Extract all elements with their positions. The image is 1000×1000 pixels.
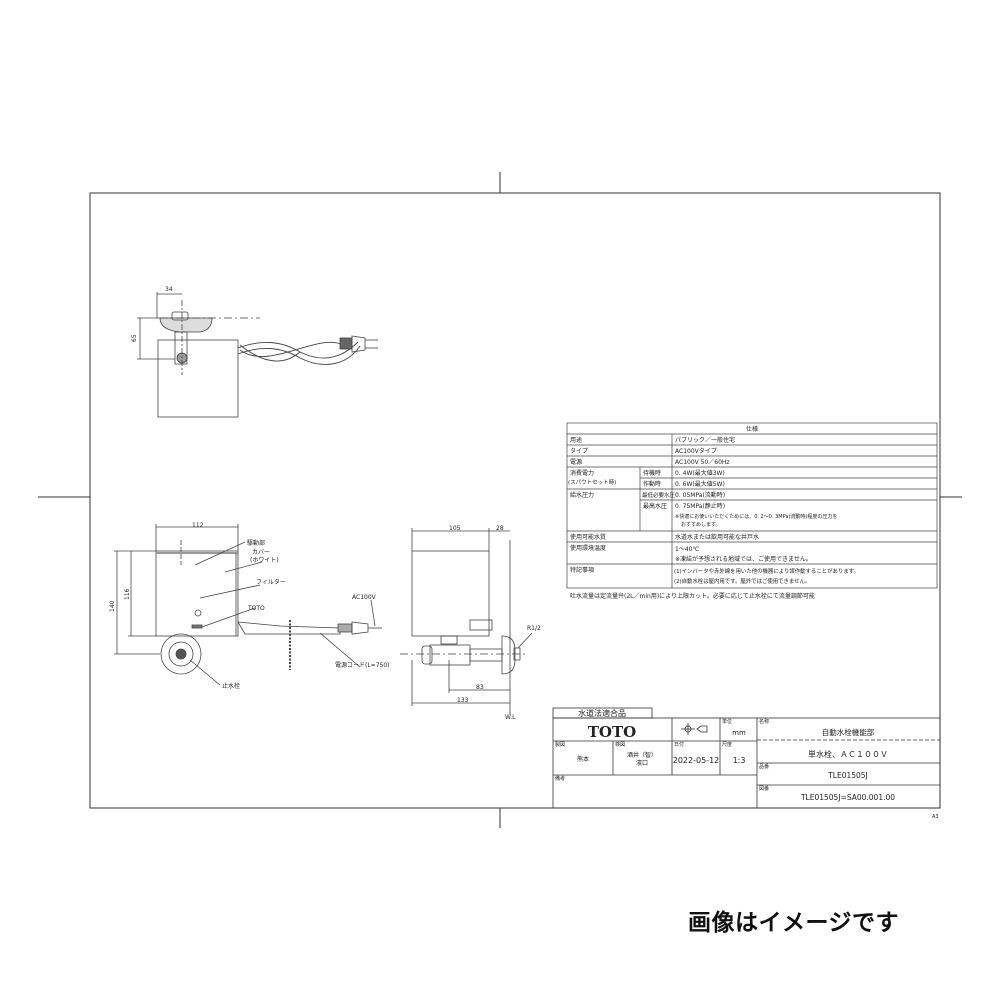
spec-value-power: AC100V 50／60Hz — [675, 459, 730, 466]
spec-table — [566, 422, 938, 589]
checker-value-1: 酒井（智） — [627, 751, 657, 759]
unit-label: 単位 — [722, 718, 732, 725]
unit-value: mm — [732, 729, 746, 737]
spec-label-water: 使用可能水質 — [570, 533, 606, 541]
drawing-no-label: 図番 — [759, 785, 769, 792]
sheet-frame — [38, 172, 962, 828]
spec-label-standby: 待機時 — [643, 469, 661, 477]
spec-value-standby: 0. 4W(最大値3W) — [675, 469, 725, 477]
spec-value-min-pressure: 0. 05MPa(流動時) — [675, 491, 725, 499]
spec-value-type: AC100Vタイプ — [675, 447, 717, 455]
scale-label: 尺度 — [722, 741, 732, 748]
front-view — [114, 524, 382, 686]
part-number: TLE01505J — [827, 771, 868, 780]
drafter-value: 熊本 — [577, 755, 589, 763]
spec-value-temperature: 1～40℃ — [675, 546, 699, 553]
spec-label-type: タイプ — [570, 447, 588, 455]
remarks-label: 備考 — [555, 775, 565, 782]
spec-pressure-note: ※快適にお使いいただくためには、0. 2～0. 3MPa(流動時)程度の圧力を — [675, 513, 837, 520]
toto-logo: TOTO — [588, 723, 636, 741]
date-value: 2022-05-12 — [673, 756, 720, 765]
spec-label-temperature: 使用環境温度 — [570, 544, 606, 552]
drawing-number: TLE01505J=SA00.001.00 — [800, 793, 895, 802]
spec-label-power: 電源 — [570, 458, 582, 466]
side-view — [400, 528, 533, 715]
spec-footnote: 吐水流量は定流量弁(2L／min用)により上限カット。必要に応じて止水栓にて流量… — [570, 592, 815, 600]
spec-label-notes: 特記事項 — [570, 566, 594, 574]
product-name: 自動水栓機能部 — [822, 727, 875, 737]
label-stop-valve: 止水栓 — [222, 682, 240, 690]
front-dim-height-body: 116 — [124, 588, 131, 600]
title-block — [552, 707, 941, 809]
side-dim-83: 83 — [476, 684, 484, 691]
spec-value-temperature-note: ※凍結が予想される地域では、ご使用できません。 — [675, 555, 812, 563]
side-dim-133: 133 — [457, 697, 469, 704]
label-cover-color: (ホワイト) — [250, 557, 279, 564]
spec-label-operating: 作動時 — [643, 480, 661, 488]
spec-title: 仕様 — [746, 425, 758, 433]
spec-note-1: (1)インバータや赤外線を用いた他の機器により誤作動することがあります。 — [674, 567, 859, 575]
top-dim-height: 65 — [131, 334, 138, 342]
spec-note-2: (2)自動水栓は屋内用です。屋外ではご使用できません。 — [674, 577, 810, 585]
spec-value-water: 水道水または飲用可能な井戸水 — [675, 533, 759, 541]
spec-pressure-note-2: おすすめします。 — [681, 521, 721, 528]
spec-label-consumption-note: (スパウトセット時) — [568, 478, 616, 486]
name-label: 名称 — [759, 718, 769, 725]
product-subtitle: 単水栓、ＡＣ１００Ｖ — [808, 749, 888, 759]
image-caption: 画像はイメージです — [688, 910, 900, 936]
spec-label-usage: 用途 — [570, 436, 582, 444]
label-filter: フィルター — [256, 578, 286, 586]
spec-label-max-pressure: 最高水圧 — [643, 502, 667, 510]
side-dim-depth: 105 — [449, 525, 461, 532]
checker-label: 検図 — [615, 741, 625, 748]
label-logo: TOTO — [247, 605, 265, 612]
spec-value-usage: パブリック／一般住宅 — [675, 436, 735, 444]
label-drive: 駆動部 — [247, 539, 265, 547]
label-cord: 電源コード(L=750) — [335, 661, 390, 669]
part-label: 品番 — [759, 763, 769, 770]
front-dim-width: 112 — [192, 522, 204, 529]
label-wall-line: W.L — [505, 714, 516, 721]
scale-value: 1:3 — [733, 756, 746, 765]
front-dim-height-total: 140 — [109, 600, 116, 612]
drafter-label: 製図 — [555, 741, 565, 748]
sheet-size: A3 — [932, 814, 939, 820]
top-view — [137, 292, 378, 418]
label-cover: カバー — [252, 549, 270, 556]
certification-label: 水道法適合品 — [578, 708, 626, 718]
spec-label-pressure: 給水圧力 — [570, 491, 594, 499]
spec-label-min-pressure: 最低必要水圧 — [642, 491, 676, 499]
label-thread: R1/2 — [527, 625, 541, 632]
side-dim-offset: 28 — [496, 525, 504, 532]
spec-value-operating: 0. 6W(最大値5W) — [675, 480, 725, 488]
checker-value-2: 濱口 — [636, 759, 648, 767]
spec-label-consumption: 消費電力 — [570, 469, 594, 477]
label-plug: AC100V — [352, 594, 377, 601]
date-label: 日付 — [674, 741, 684, 748]
top-dim-width: 34 — [165, 286, 173, 293]
spec-value-max-pressure: 0. 75MPa(静止時) — [675, 502, 725, 510]
